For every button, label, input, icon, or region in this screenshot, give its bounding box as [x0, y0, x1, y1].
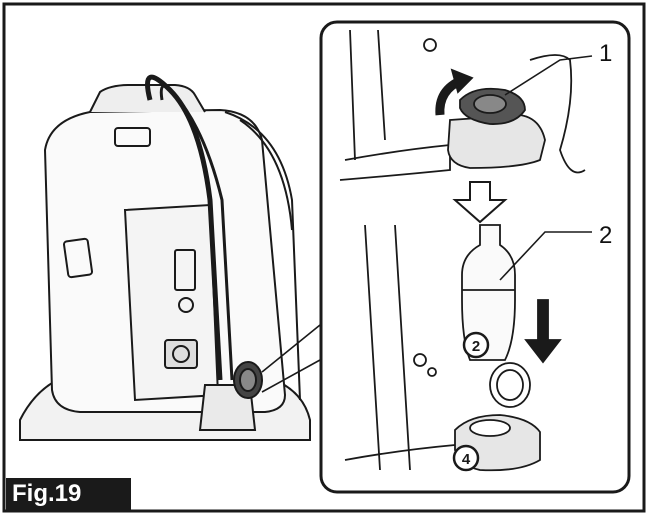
zoom-leader	[261, 324, 321, 393]
frame-rails	[349, 29, 386, 161]
callout-2: 2	[599, 222, 613, 249]
lower-rails	[364, 224, 411, 471]
sequence-arrow	[452, 181, 508, 224]
leader-1	[504, 55, 593, 96]
insert-arrow	[524, 299, 562, 364]
leader-2	[499, 231, 592, 281]
sprayer-overview	[19, 74, 311, 441]
fitting-box	[164, 339, 198, 369]
step-marker-4-label: 4	[462, 451, 471, 468]
valve-body	[447, 114, 546, 169]
step-marker-4	[452, 444, 480, 472]
panel-knob	[178, 297, 194, 313]
lid-detail	[114, 127, 151, 147]
panel-slot	[174, 249, 196, 291]
step-marker-2-label: 2	[472, 338, 480, 355]
side-grip	[62, 237, 94, 279]
front-panel	[123, 203, 220, 402]
callout-1: 1	[599, 40, 613, 67]
step-marker-2	[462, 331, 490, 359]
detail-top	[339, 29, 586, 181]
bottle-2	[461, 224, 516, 361]
tank-back-inner	[239, 119, 293, 231]
side-tube	[529, 54, 586, 174]
hose-inner	[159, 84, 234, 381]
tank-back	[224, 111, 301, 401]
fitting-knob	[172, 345, 190, 363]
figure-label: Fig.19	[6, 478, 131, 510]
